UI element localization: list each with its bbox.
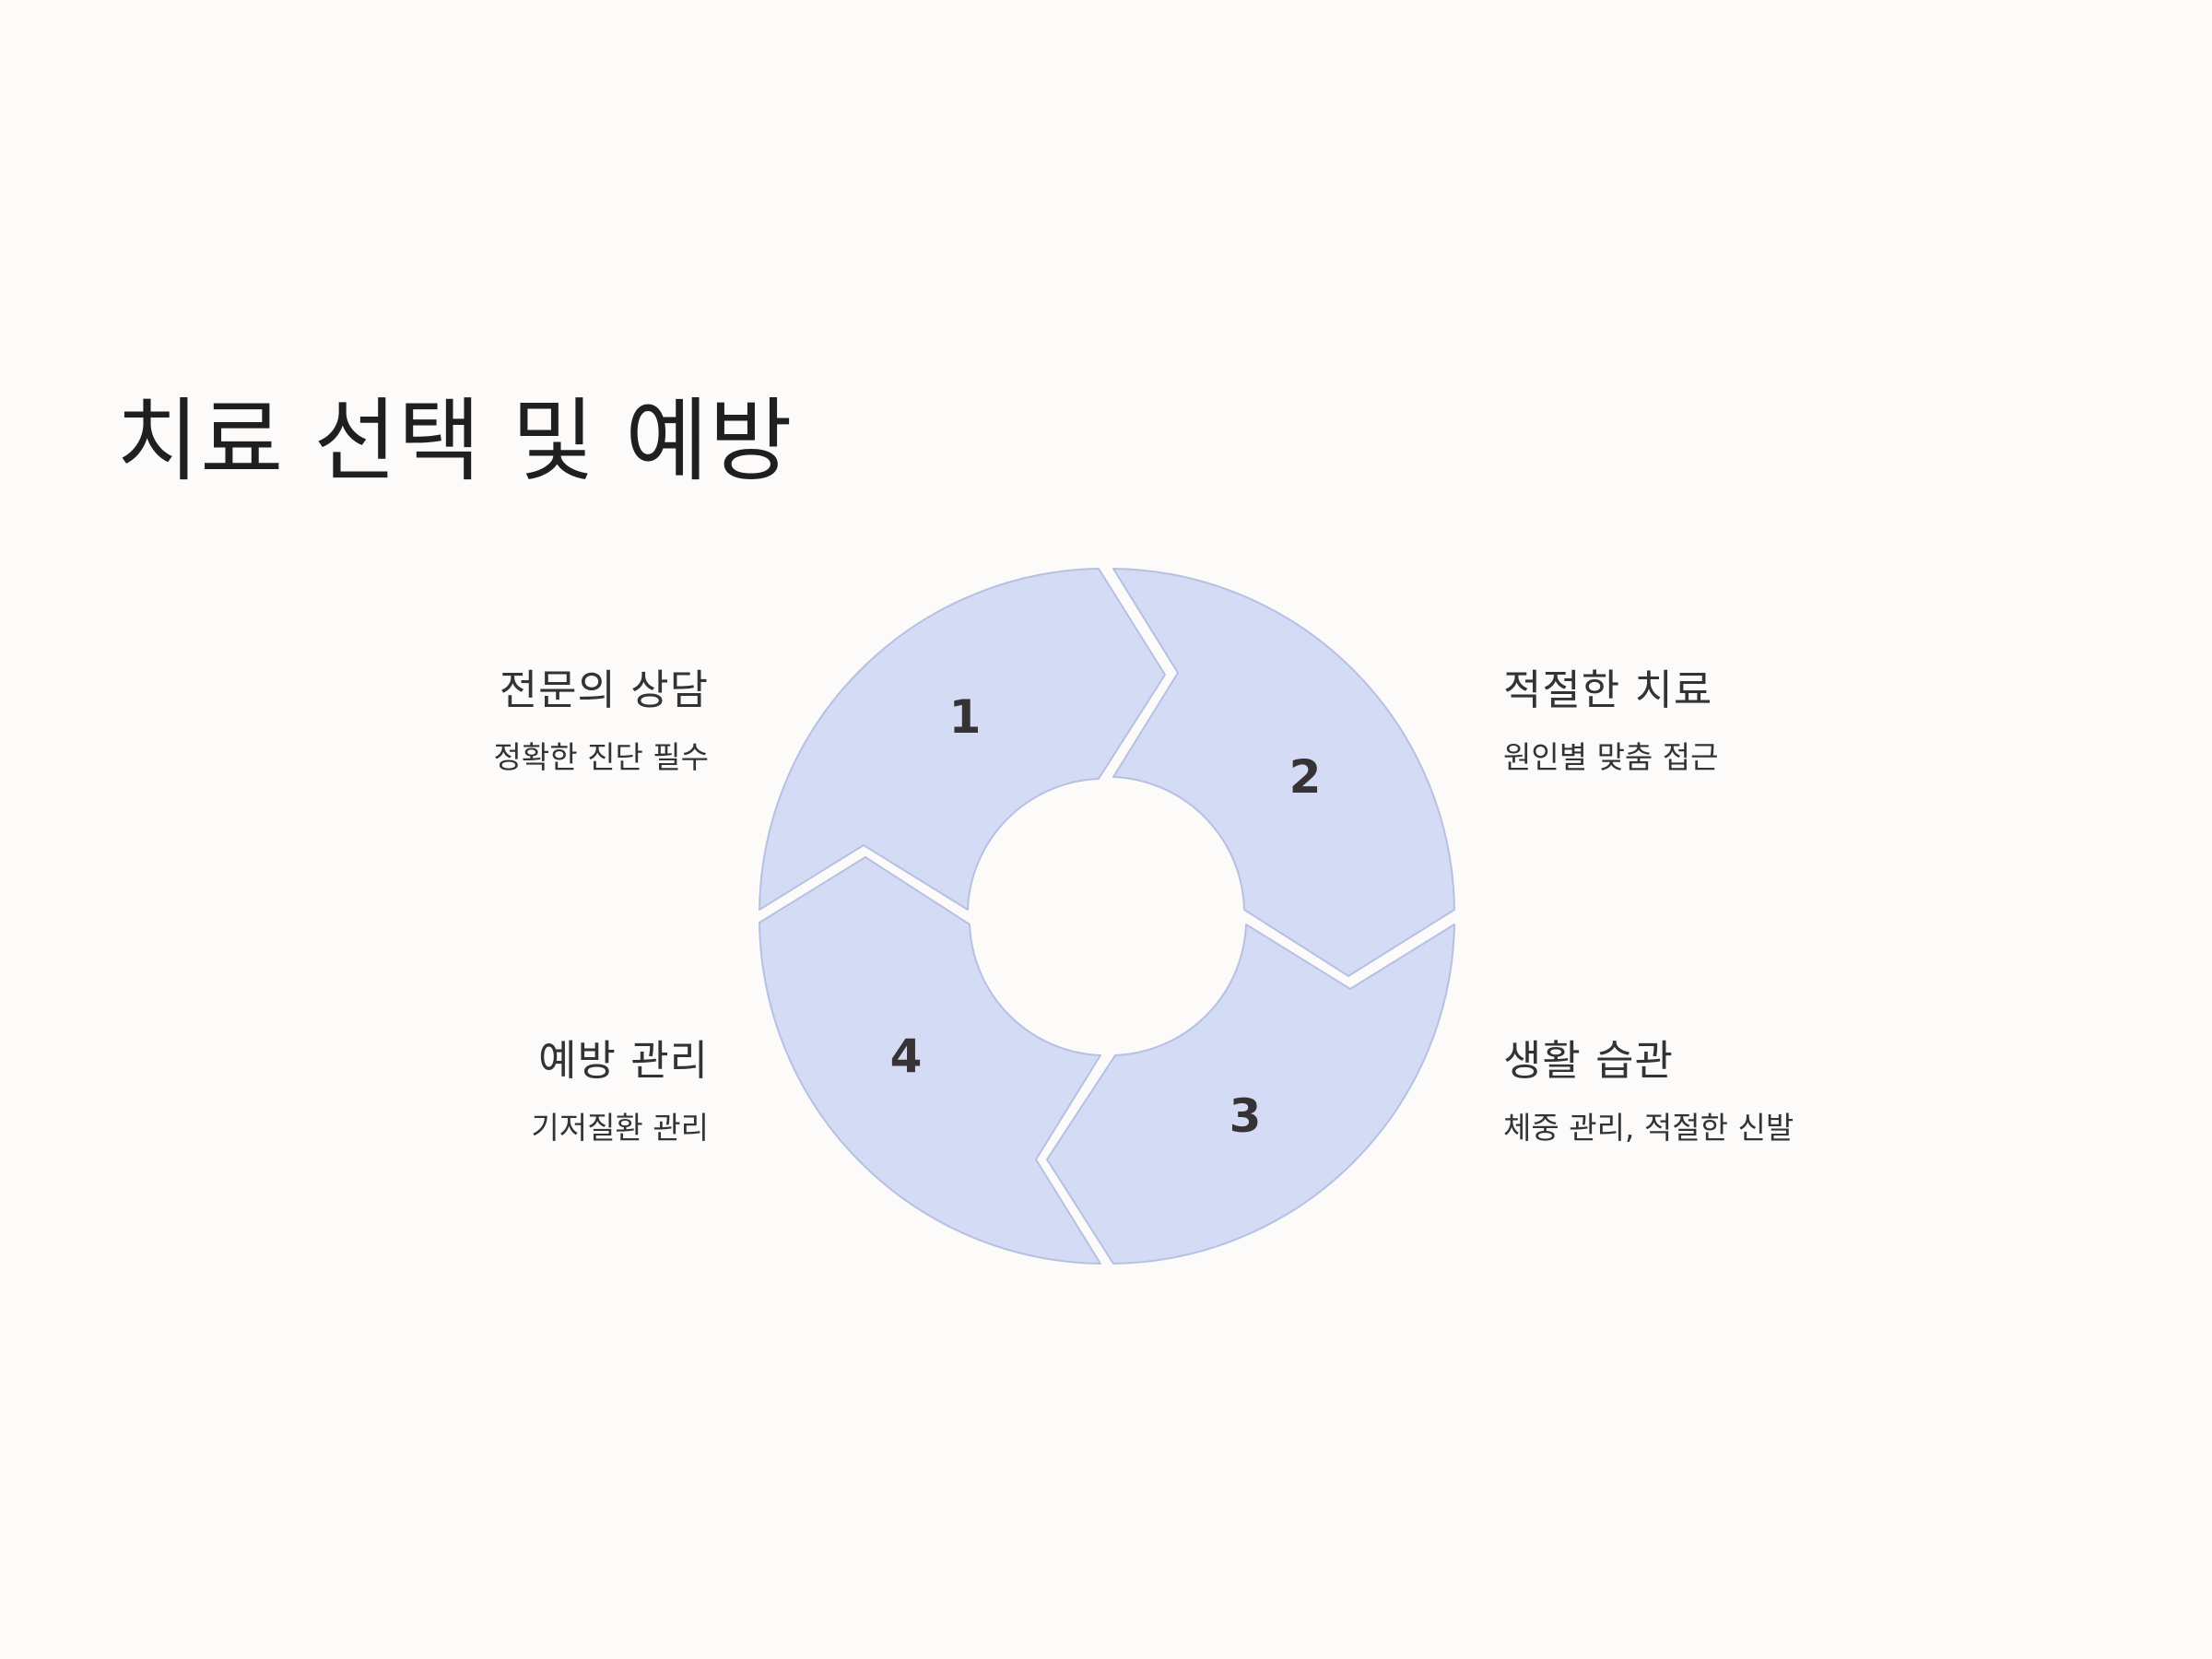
step-label-3: 생활 습관 체중 관리, 적절한 신발 (1503, 1036, 1794, 1147)
segment-number-2: 2 (1289, 750, 1322, 804)
segment-number-4: 4 (890, 1030, 923, 1083)
segment-number-3: 3 (1230, 1089, 1262, 1143)
step-description: 기저질환 관리 (531, 1110, 709, 1146)
cycle-segment-4 (759, 856, 1101, 1265)
step-title: 적절한 치료 (1503, 665, 1713, 714)
step-title: 전문의 상담 (499, 665, 709, 714)
step-title: 생활 습관 (1503, 1036, 1674, 1085)
step-description: 정확한 진단 필수 (493, 739, 710, 775)
step-description: 체중 관리, 적절한 신발 (1503, 1110, 1794, 1146)
step-description: 원인별 맞춤 접근 (1503, 739, 1719, 775)
cycle-segment-2 (1112, 568, 1455, 977)
cycle-segment-3 (1046, 924, 1455, 1265)
cycle-segment-1 (759, 568, 1166, 911)
segment-number-1: 1 (949, 690, 982, 744)
step-label-4: 예방 관리 기저질환 관리 (531, 1036, 709, 1147)
page-title: 치료 선택 및 예방 (116, 389, 794, 494)
step-label-2: 적절한 치료 원인별 맞춤 접근 (1503, 665, 1719, 776)
step-label-1: 전문의 상담 정확한 진단 필수 (494, 665, 710, 776)
step-title: 예방 관리 (538, 1036, 709, 1085)
